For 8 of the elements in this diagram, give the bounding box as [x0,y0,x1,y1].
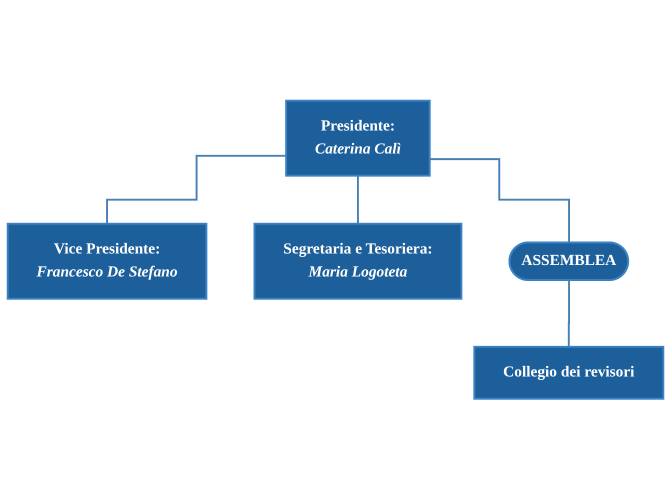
connector [430,158,570,244]
connector [106,155,286,225]
node-box: Presidente: Caterina Calì [285,100,431,177]
node-box: Segretaria e Tesoriera: Maria Logoteta [254,223,462,300]
connector [356,175,359,225]
node-box: Vice Presidente: Francesco De Stefano [6,223,208,300]
connector [568,280,570,348]
node-box: Collegio dei revisori [473,346,664,400]
